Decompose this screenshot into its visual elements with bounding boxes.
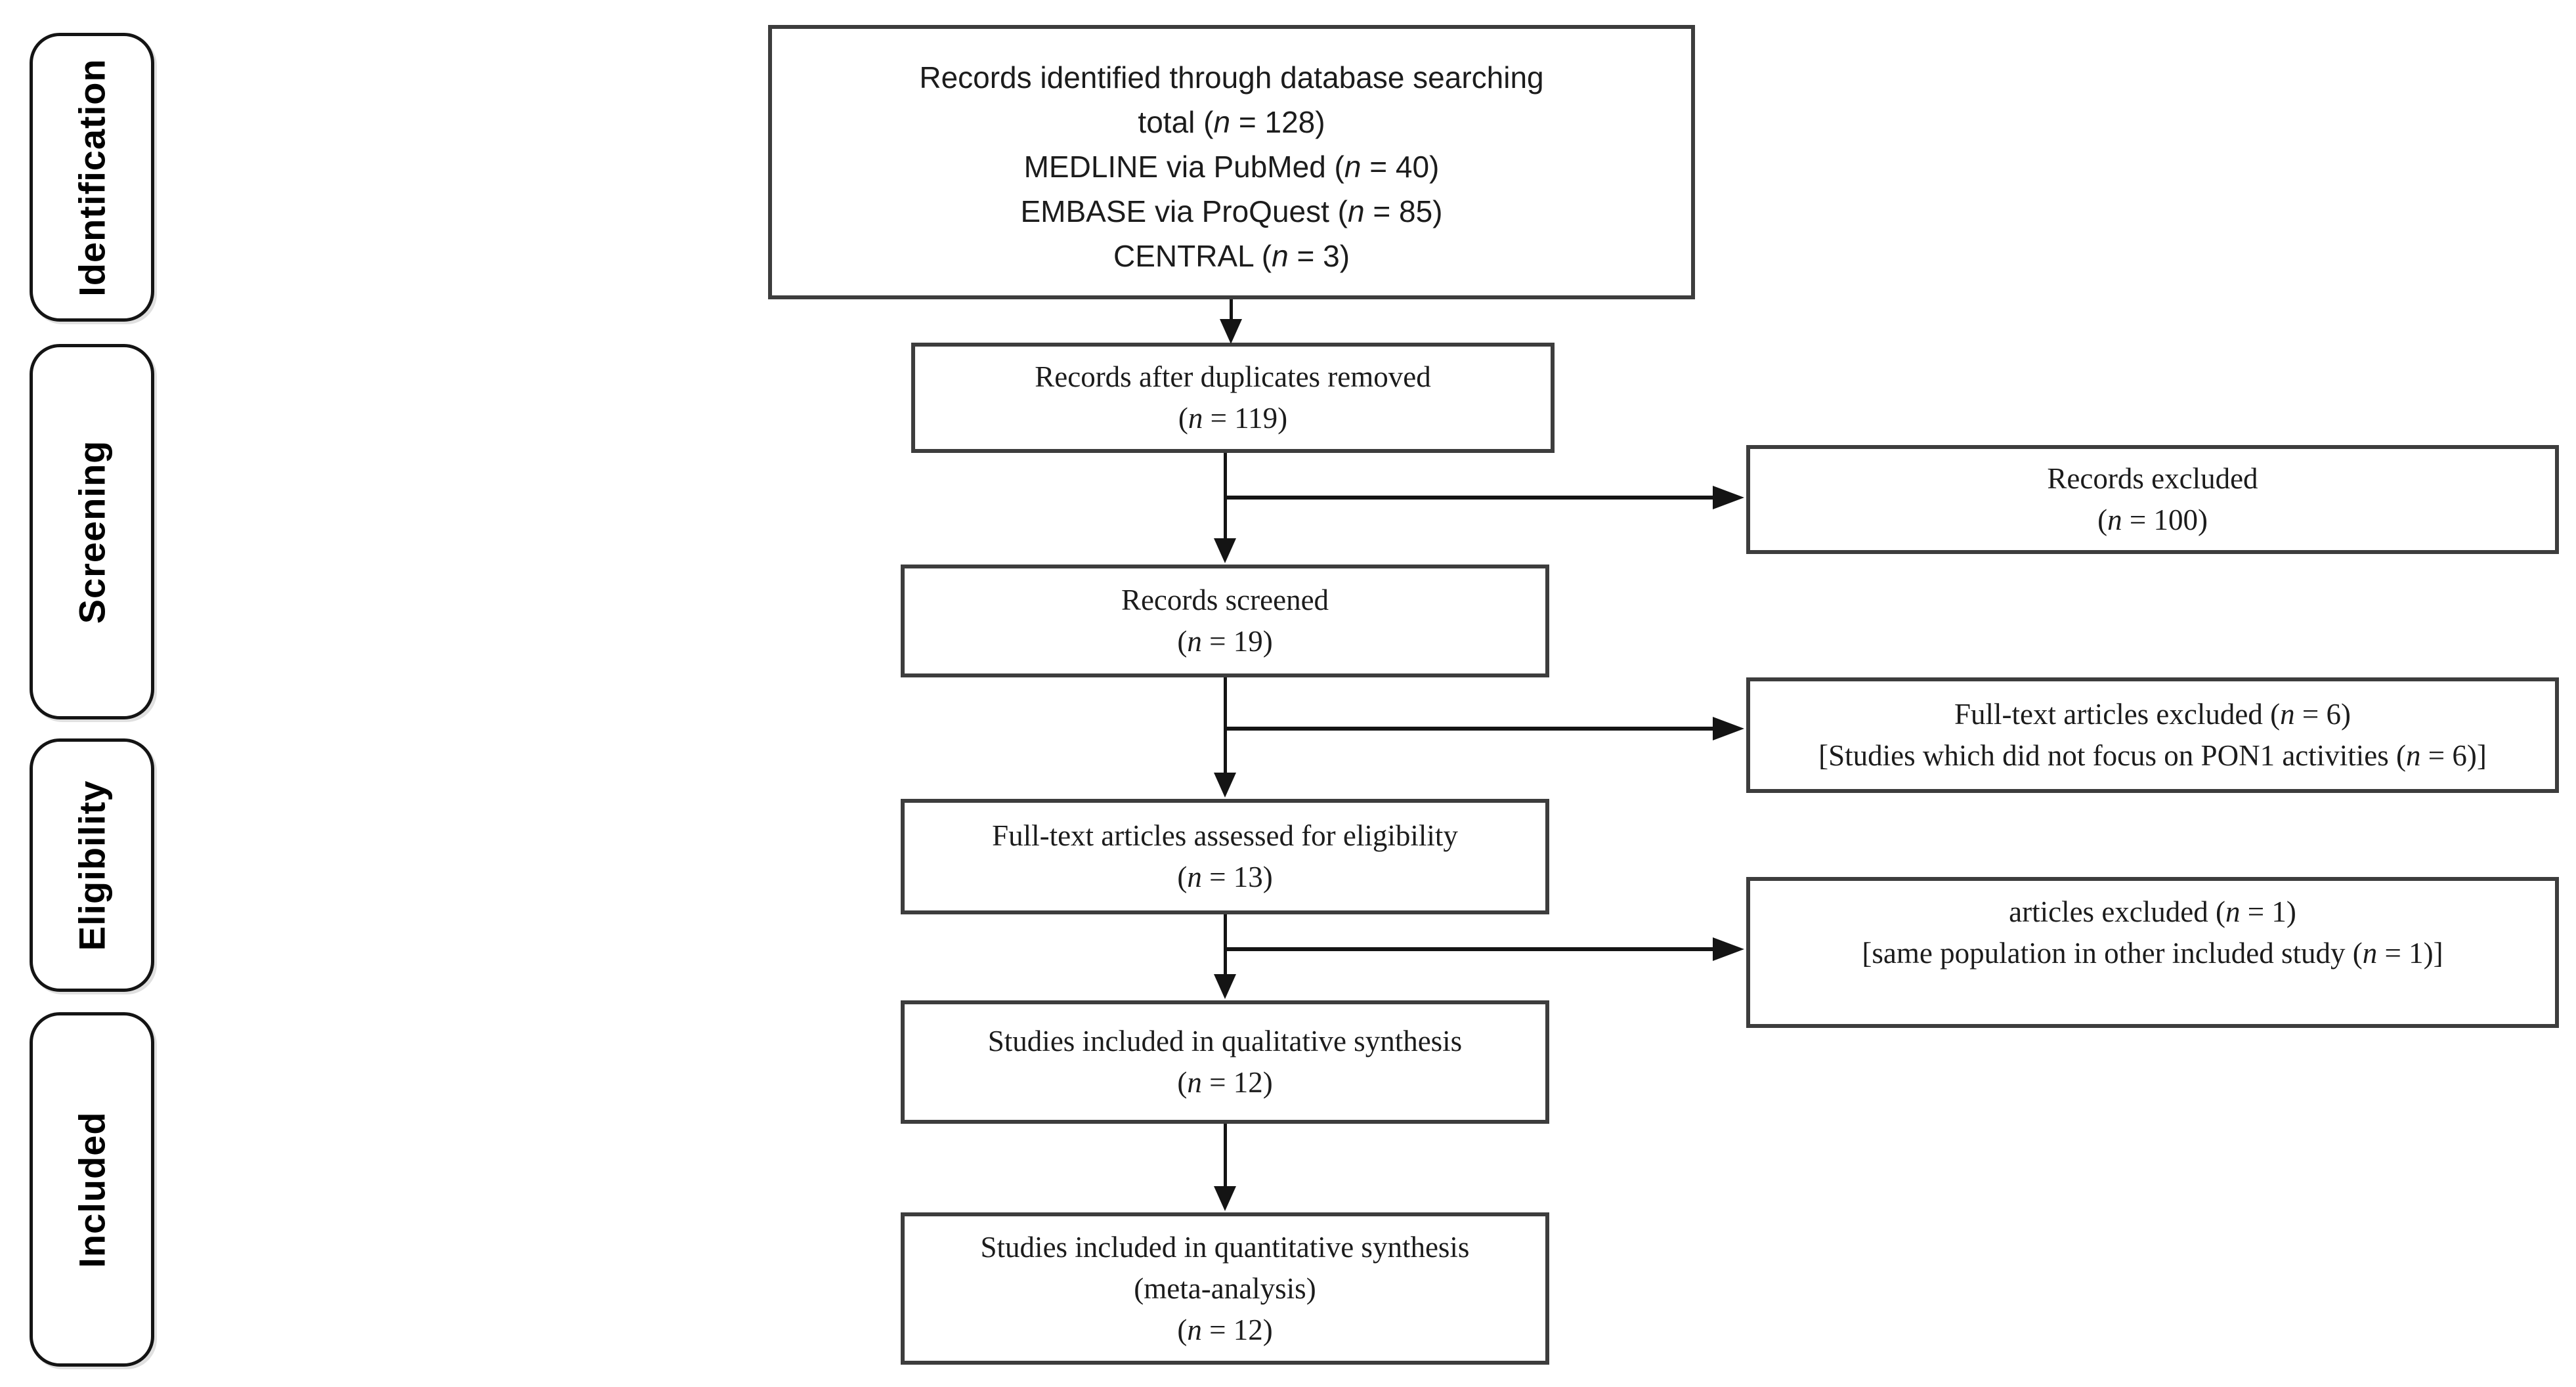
arrowhead-right-icon	[1713, 486, 1744, 509]
box-line: total (n = 128)	[1138, 105, 1325, 139]
box-line: (n = 12)	[1177, 1066, 1273, 1099]
stage-screening-label: Screening	[71, 440, 113, 624]
arrowhead-down-icon	[1220, 319, 1242, 344]
box-line: MEDLINE via PubMed (n = 40)	[1023, 150, 1440, 184]
box-fulltext-assessed: Full-text articles assessed for eligibil…	[901, 799, 1549, 914]
connector-to-records-excluded	[1224, 496, 1713, 500]
connector-assessed-to-qualitative	[1224, 914, 1227, 977]
stage-screening: Screening	[30, 344, 154, 719]
box-line: (meta-analysis)	[1134, 1271, 1316, 1305]
stage-identification-label: Identification	[71, 58, 113, 297]
arrowhead-down-icon	[1214, 538, 1236, 563]
box-line: (n = 12)	[1177, 1313, 1273, 1346]
box-articles-excluded: articles excluded (n = 1) [same populati…	[1746, 877, 2559, 1028]
connector-to-articles-excluded	[1224, 947, 1713, 951]
box-line: Records identified through database sear…	[919, 60, 1544, 95]
box-line: (n = 13)	[1177, 861, 1273, 893]
box-fulltext-excluded: Full-text articles excluded (n = 6) [Stu…	[1746, 677, 2559, 793]
arrowhead-right-icon	[1713, 717, 1744, 740]
box-line: EMBASE via ProQuest (n = 85)	[1020, 194, 1443, 228]
connector-to-fulltext-excluded	[1224, 727, 1713, 731]
box-line: Records after duplicates removed	[1035, 360, 1431, 393]
stage-eligibility: Eligibility	[30, 738, 154, 992]
box-records-excluded: Records excluded (n = 100)	[1746, 445, 2559, 554]
box-line: Full-text articles excluded (n = 6)	[1954, 698, 2351, 731]
box-quantitative-synthesis: Studies included in quantitative synthes…	[901, 1212, 1549, 1365]
box-line: [Studies which did not focus on PON1 act…	[1818, 739, 2487, 772]
box-records-screened: Records screened (n = 19)	[901, 565, 1549, 677]
box-line: [same population in other included study…	[1862, 937, 2443, 970]
box-line: Records screened	[1121, 584, 1329, 616]
connector-identified-to-deduplicated	[1230, 299, 1233, 328]
stage-eligibility-label: Eligibility	[71, 780, 113, 950]
box-records-identified: Records identified through database sear…	[768, 25, 1695, 299]
stage-included: Included	[30, 1012, 154, 1367]
box-line: Studies included in qualitative synthesi…	[987, 1025, 1463, 1057]
box-records-after-duplicates: Records after duplicates removed (n = 11…	[911, 343, 1555, 453]
box-line: CENTRAL (n = 3)	[1113, 239, 1350, 273]
arrowhead-down-icon	[1214, 1186, 1236, 1211]
box-line: Studies included in quantitative synthes…	[980, 1230, 1470, 1264]
arrowhead-right-icon	[1713, 937, 1744, 961]
box-line: (n = 100)	[2097, 503, 2208, 536]
box-line: articles excluded (n = 1)	[2009, 895, 2296, 928]
stage-identification: Identification	[30, 33, 154, 322]
arrowhead-down-icon	[1214, 773, 1236, 798]
arrowhead-down-icon	[1214, 974, 1236, 999]
box-line: Records excluded	[2047, 462, 2258, 495]
stage-included-label: Included	[71, 1111, 113, 1268]
box-line: (n = 19)	[1177, 625, 1273, 658]
box-qualitative-synthesis: Studies included in qualitative synthesi…	[901, 1000, 1549, 1124]
connector-qualitative-to-quantitative	[1224, 1124, 1227, 1189]
box-line: Full-text articles assessed for eligibil…	[992, 819, 1458, 852]
box-line: (n = 119)	[1178, 402, 1288, 435]
